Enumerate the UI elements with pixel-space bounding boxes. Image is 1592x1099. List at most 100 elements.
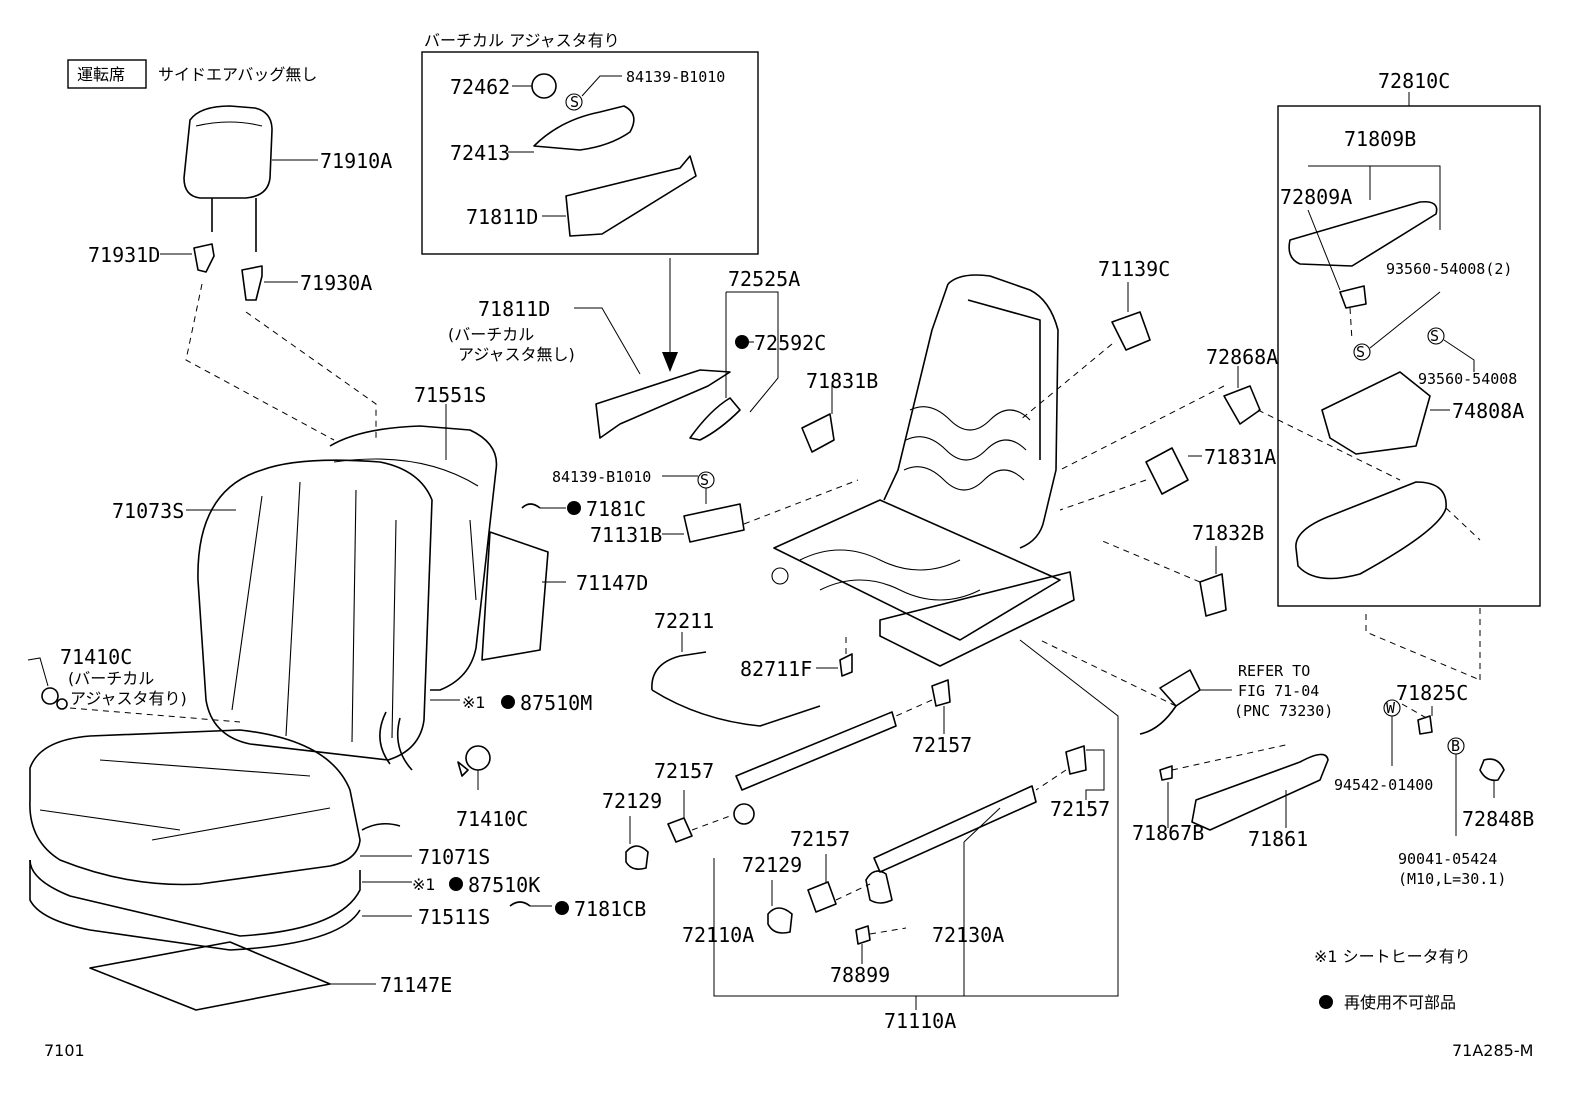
label-71410c-left: 71410C: [60, 645, 132, 669]
label-71809b: 71809B: [1344, 127, 1416, 151]
label-72462: 72462: [450, 75, 510, 99]
label-72157-d: 72157: [1050, 797, 1110, 821]
label-72848b: 72848B: [1462, 807, 1534, 831]
vertical-adjuster-title: バーチカル アジャスタ有り: [424, 31, 620, 50]
label-82711f: 82711F: [740, 657, 812, 681]
label-72129-a: 72129: [602, 789, 662, 813]
armrest-box-icon: [1321, 371, 1431, 455]
nut-71825c-icon: [1417, 715, 1433, 735]
label-71825c: 71825C: [1396, 681, 1468, 705]
legend-dot-icon: [1319, 995, 1333, 1009]
bracket-71831a-icon: [1145, 447, 1189, 495]
seatback-cover-icon: [197, 459, 433, 761]
label-72211: 72211: [654, 609, 714, 633]
figure-code: 71A285-M: [1452, 1041, 1533, 1060]
vertical-adjuster-frame: [421, 51, 759, 255]
nonreusable-dot-icon: [449, 877, 463, 891]
label-72157-b: 72157: [654, 759, 714, 783]
switch-bezel-icon: [683, 503, 745, 543]
legend-heater-note: ※1 シートヒータ有り: [1314, 947, 1471, 966]
nonreusable-dot-icon: [567, 501, 581, 515]
seat-box-label: 運転席: [77, 65, 125, 84]
armrest-body-icon: [1295, 481, 1447, 580]
seat-description: サイドエアバッグ無し: [158, 65, 317, 84]
page-code: 7101: [44, 1041, 85, 1060]
armrest-bolt-icon: [1479, 758, 1505, 782]
bracket-72157a-icon: [931, 679, 951, 707]
label-78899: 78899: [830, 963, 890, 987]
label-71147e: 71147E: [380, 973, 452, 997]
label-71811d-box: 71811D: [466, 205, 538, 229]
adjuster-lever-icon: [533, 105, 635, 151]
cushion-harness-icon: [361, 822, 401, 831]
wire-72211-icon: [651, 651, 707, 691]
screw-symbol-s3: S: [1356, 343, 1365, 361]
label-7181cb: 7181CB: [574, 897, 646, 921]
bracket-71831b-icon: [801, 413, 835, 453]
label-87510k-mark: ※1: [412, 875, 436, 894]
side-trim-71861-icon: [1191, 753, 1329, 831]
label-71811d-note1: (バーチカル: [448, 325, 534, 344]
label-72413: 72413: [450, 141, 510, 165]
rail-outer-right-icon: [865, 785, 1037, 904]
screw-symbol-icon: [565, 93, 583, 111]
refer-line3: (PNC 73230): [1234, 702, 1333, 720]
label-71832b: 71832B: [1192, 521, 1264, 545]
label-71831a: 71831A: [1204, 445, 1276, 469]
label-71867b: 71867B: [1132, 821, 1204, 845]
lift-lever-icon: [689, 397, 741, 441]
label-93560: 93560-54008: [1418, 370, 1517, 388]
label-71139c: 71139C: [1098, 257, 1170, 281]
label-74808a: 74808A: [1452, 399, 1524, 423]
buckle-wire-icon: [1139, 705, 1177, 735]
nonreusable-dot-icon: [555, 901, 569, 915]
label-93560-2: 93560-54008(2): [1386, 260, 1512, 278]
bolt-78899-icon: [855, 925, 871, 945]
label-71811d-note2: アジャスタ無し): [458, 345, 575, 364]
adjuster-cap-icon: [531, 73, 557, 99]
hinge-72809a-icon: [1339, 285, 1367, 309]
seat-cushion-cover-icon: [29, 729, 361, 886]
label-71073s: 71073S: [112, 499, 184, 523]
label-71511s: 71511S: [418, 905, 490, 929]
label-71410c-right: 71410C: [456, 807, 528, 831]
refer-line1: REFER TO: [1238, 662, 1310, 680]
label-71930a: 71930A: [300, 271, 372, 295]
label-72525a: 72525A: [728, 267, 800, 291]
label-71910a: 71910A: [320, 149, 392, 173]
label-72157-c: 72157: [790, 827, 850, 851]
recliner-knob-icon: [41, 687, 68, 710]
label-90041: 90041-05424: [1398, 850, 1497, 868]
label-72130a: 72130A: [932, 923, 1004, 947]
label-87510m-mark: ※1: [462, 693, 486, 712]
rail-outer-left-icon: [733, 711, 897, 825]
label-71131b: 71131B: [590, 523, 662, 547]
nonreusable-dot-icon: [735, 335, 749, 349]
label-72110a: 72110A: [682, 923, 754, 947]
label-7181c: 7181C: [586, 497, 646, 521]
label-71410c-note2: アジャスタ有り): [70, 689, 187, 708]
label-72129-b: 72129: [742, 853, 802, 877]
washer-symbol-w: W: [1386, 699, 1396, 717]
seat-box-frame: [67, 59, 147, 89]
label-72810c: 72810C: [1378, 69, 1450, 93]
adjuster-shield-icon: [565, 155, 697, 237]
label-71071s: 71071S: [418, 845, 490, 869]
bracket-72157b-icon: [667, 817, 693, 843]
label-84139-top: 84139-B1010: [626, 68, 725, 86]
backrest-heater-harness-icon: [379, 711, 413, 771]
bracket-71139c-icon: [1111, 311, 1151, 351]
headrest-guide-icon: [193, 243, 263, 301]
screw-symbol-s: S: [570, 93, 579, 111]
label-71551s: 71551S: [414, 383, 486, 407]
screw-symbol-s2: S: [700, 471, 709, 489]
cover-72868a-icon: [1223, 385, 1261, 425]
label-87510k: 87510K: [468, 873, 540, 897]
bracket-72157d-icon: [1065, 745, 1087, 775]
back-board-icon: [481, 531, 549, 661]
nonreusable-dot-icon: [501, 695, 515, 709]
label-72868a: 72868A: [1206, 345, 1278, 369]
seat-shield-icon: [595, 369, 731, 439]
label-71147d: 71147D: [576, 571, 648, 595]
